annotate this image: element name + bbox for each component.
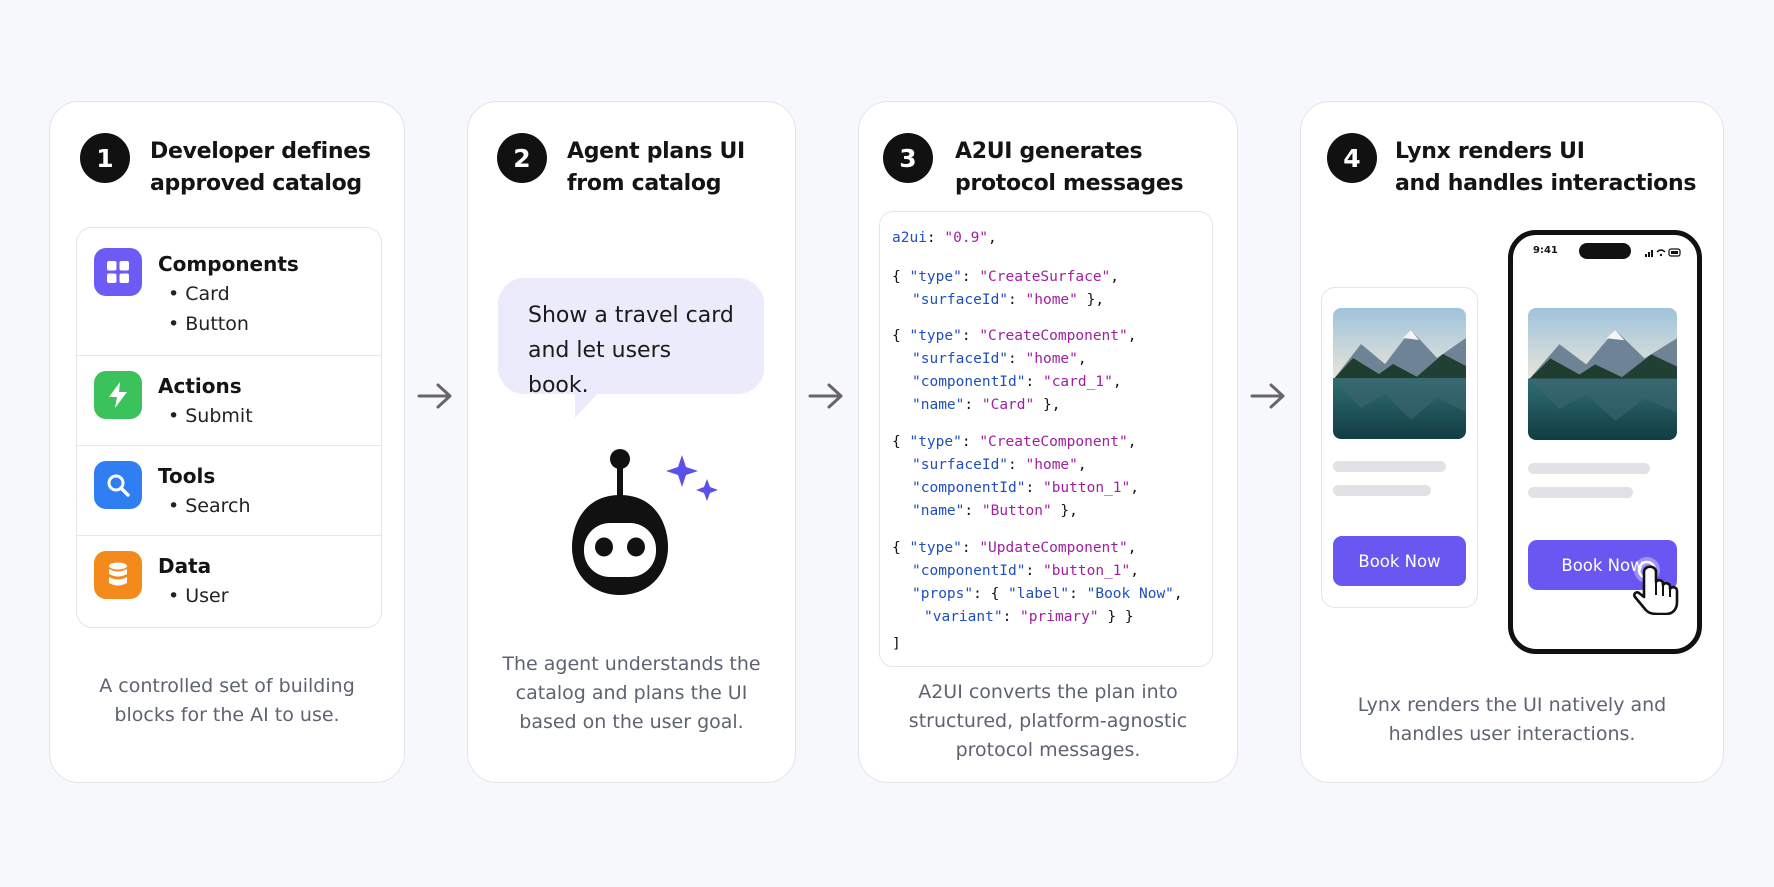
step-2-caption-line1: The agent understands the [502,653,761,675]
catalog-item: • Card [168,283,230,305]
protocol-code-block: a2ui: "0.9", { "type": "CreateSurface", … [879,211,1213,667]
placeholder-bar [1528,487,1633,498]
step-4-caption-line2: handles user interactions. [1388,723,1636,745]
catalog-item: • Button [168,313,249,335]
dynamic-island [1579,243,1631,259]
step-3-title-line1: A2UI generates [955,139,1143,164]
code-line: "componentId": "button_1", [912,563,1140,579]
step-3-caption-line3: protocol messages. [955,739,1141,761]
chat-bubble-line1: Show a travel card [528,303,734,328]
search-icon [94,461,142,509]
card-preview: Book Now [1321,287,1478,608]
catalog-item: • Search [168,495,251,517]
step-1-caption-line1: A controlled set of building [99,675,355,697]
book-now-button[interactable]: Book Now [1333,536,1466,586]
code-line: "surfaceId": "home", [912,457,1087,473]
step-4-title-line1: Lynx renders UI [1395,139,1585,164]
code-line: { "type": "CreateComponent", [892,434,1137,450]
step-3-card: 3 A2UI generates protocol messages a2ui:… [858,101,1238,783]
lightning-icon [94,371,142,419]
catalog-item-search: Search [185,495,251,517]
step-2-title-line1: Agent plans UI [567,139,745,164]
step-1-caption-line2: blocks for the AI to use. [114,704,340,726]
phone-mockup: 9:41 Book Now [1508,230,1702,654]
step-3-caption-line2: structured, platform-agnostic [908,710,1188,732]
database-icon [94,551,142,599]
catalog-panel: Components • Card • Button Actions • Sub… [76,227,382,628]
catalog-item: • User [168,585,229,607]
catalog-item-submit: Submit [185,405,253,427]
catalog-item-button: Button [185,313,249,335]
step-4-caption-line1: Lynx renders the UI natively and [1357,694,1667,716]
code-line: "surfaceId": "home" }, [912,292,1105,308]
code-line: "variant": "primary" } } [924,609,1134,625]
robot-icon [572,449,718,595]
step-3-title-line2: protocol messages [955,171,1184,196]
step-4-title-line2: and handles interactions [1395,171,1697,196]
catalog-title-components: Components [158,252,299,276]
code-line: ] [892,636,901,652]
code-line: { "type": "CreateComponent", [892,328,1137,344]
catalog-row-components: Components • Card • Button [77,228,381,356]
catalog-title-tools: Tools [158,464,216,488]
step-2-number: 2 [497,133,547,183]
status-icons [1645,248,1681,257]
step-1-title-line1: Developer defines [150,139,371,164]
placeholder-bar [1333,485,1431,496]
step-1-card: 1 Developer defines approved catalog Com… [49,101,405,783]
tap-cursor-icon [1633,557,1679,615]
step-4-card: 4 Lynx renders UI and handles interactio… [1300,101,1724,783]
step-2-title: Agent plans UI from catalog [567,136,745,200]
catalog-item-user: User [185,585,229,607]
catalog-item: • Submit [168,405,253,427]
chat-bubble-line2: and let users book. [528,338,672,398]
step-2-title-line2: from catalog [567,171,722,196]
step-4-caption: Lynx renders the UI natively and handles… [1301,691,1723,749]
mountain-image [1528,308,1677,440]
code-line: "name": "Card" }, [912,397,1061,413]
code-line: "componentId": "button_1", [912,480,1140,496]
step-1-number: 1 [80,133,130,183]
step-4-title: Lynx renders UI and handles interactions [1395,136,1696,200]
step-1-caption: A controlled set of building blocks for … [50,672,404,730]
catalog-row-actions: Actions • Submit [77,355,381,446]
catalog-title-actions: Actions [158,374,242,398]
code-line: "props": { "label": "Book Now", [912,586,1183,602]
arrow-right-icon [1250,383,1285,409]
grid-icon [94,248,142,296]
step-2-caption-line3: based on the user goal. [519,711,744,733]
step-3-number: 3 [883,133,933,183]
mountain-image [1333,308,1466,439]
status-time: 9:41 [1533,245,1558,256]
code-line: { "type": "CreateSurface", [892,269,1120,285]
step-2-caption-line2: catalog and plans the UI [515,682,748,704]
step-1-title: Developer defines approved catalog [150,136,371,200]
code-line: "componentId": "card_1", [912,374,1122,390]
code-line: { "type": "UpdateComponent", [892,540,1137,556]
placeholder-bar [1528,463,1650,474]
placeholder-bar [1333,461,1446,472]
arrow-right-icon [808,383,843,409]
step-3-caption: A2UI converts the plan into structured, … [859,678,1237,765]
code-line: "surfaceId": "home", [912,351,1087,367]
code-line: "name": "Button" }, [912,503,1078,519]
step-1-title-line2: approved catalog [150,171,362,196]
step-2-card: 2 Agent plans UI from catalog Show a tra… [467,101,796,783]
code-line: a2ui: "0.9", [892,230,997,246]
arrow-right-icon [417,383,452,409]
step-2-caption: The agent understands the catalog and pl… [468,650,795,737]
catalog-item-card: Card [185,283,230,305]
catalog-row-data: Data • User [77,535,381,627]
chat-bubble: Show a travel card and let users book. [498,278,764,398]
step-4-number: 4 [1327,133,1377,183]
step-3-caption-line1: A2UI converts the plan into [918,681,1178,703]
catalog-title-data: Data [158,554,212,578]
chat-bubble-tail [575,392,599,418]
step-3-title: A2UI generates protocol messages [955,136,1184,200]
catalog-row-tools: Tools • Search [77,445,381,536]
